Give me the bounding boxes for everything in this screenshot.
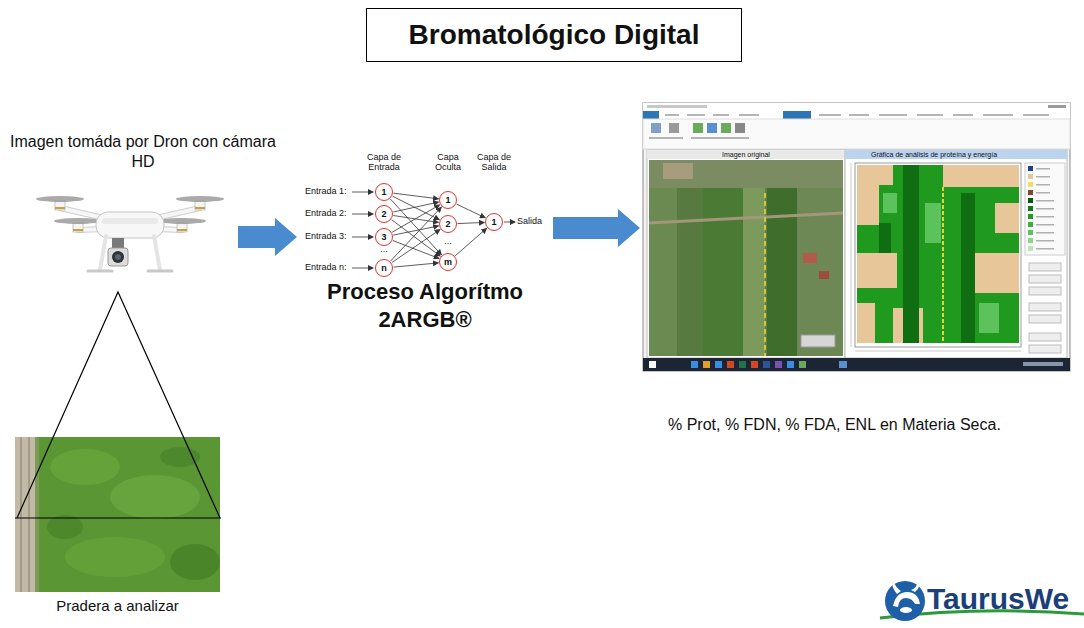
neuron-circle: 1 xyxy=(439,191,457,209)
flow-arrow xyxy=(238,218,297,256)
process-stage: Proceso Algorítmo 2ARGB® 1 2 3 n 1 2 m 1 xyxy=(300,150,550,345)
flow-arrow xyxy=(553,209,640,247)
drone-stage: Imagen tomáda por Dron con cámara HD xyxy=(30,188,235,290)
stage-caption: Proceso Algorítmo 2ARGB® xyxy=(300,278,550,333)
neuron-number: m xyxy=(444,258,452,267)
output-label: Salida xyxy=(517,216,549,226)
drone-picture xyxy=(36,196,224,271)
neuron-number: 1 xyxy=(381,188,386,197)
panel-heading: Imagen original xyxy=(647,150,845,159)
neuron-link xyxy=(458,222,485,223)
panel-heading: Gráfica de análisis de proteína y energí… xyxy=(845,150,1023,159)
neuron-link xyxy=(393,216,438,223)
ellipsis: ... xyxy=(441,236,455,246)
layer-heading: Capa de Entrada xyxy=(360,152,408,173)
neuron-circle: n xyxy=(375,259,393,277)
neuron-number: 3 xyxy=(381,233,386,242)
neuron-link xyxy=(393,241,439,259)
neuron-circle: m xyxy=(439,253,457,271)
neuron-number: 2 xyxy=(381,210,386,219)
neuron-link xyxy=(392,229,440,262)
view-cone xyxy=(17,292,220,518)
caption-holder: Pradera a analizar xyxy=(5,597,230,616)
logo-icon xyxy=(880,581,1084,621)
input-label: Entrada 2: xyxy=(305,208,353,218)
title-box: Bromatológico Digital xyxy=(366,8,742,62)
stage-caption: % Prot, % FDN, % FDA, ENL en Materia Sec… xyxy=(668,415,1084,435)
caption-holder: % Prot, % FDN, % FDA, ENL en Materia Sec… xyxy=(668,415,1084,435)
neuron-circle: 2 xyxy=(375,205,393,223)
neuron-link xyxy=(394,263,439,267)
ellipsis: ... xyxy=(377,244,391,254)
neuron-number: n xyxy=(381,264,387,273)
neuron-link xyxy=(392,205,440,232)
field-stage: Pradera a analizar xyxy=(15,437,220,592)
neuron-link xyxy=(457,204,486,218)
stage-caption: Imagen tomáda por Dron con cámara HD xyxy=(8,132,278,172)
result-stage: % Prot, % FDN, % FDA, ENL en Materia Sec… xyxy=(643,103,1070,371)
neuron-number: 2 xyxy=(445,220,450,229)
neuron-link xyxy=(392,220,441,257)
caption-holder: Imagen tomáda por Dron con cámara HD xyxy=(8,132,278,172)
input-label: Entrada 1: xyxy=(305,186,353,196)
neuron-number: 1 xyxy=(445,196,450,205)
field-picture xyxy=(15,437,220,592)
network-io-arrows xyxy=(352,192,515,268)
neuron-circle: 1 xyxy=(375,183,393,201)
input-label: Entrada n: xyxy=(305,262,353,272)
title-text: Bromatológico Digital xyxy=(409,19,700,51)
neuron-link xyxy=(455,228,487,256)
view-cone-base xyxy=(15,517,221,518)
neuron-circle: 1 xyxy=(485,213,503,231)
logo-text: TaurusWe xyxy=(927,582,1079,617)
neuron-circle: 2 xyxy=(439,215,457,233)
stage-caption: Pradera a analizar xyxy=(5,597,230,616)
neuron-link xyxy=(393,202,438,212)
neuron-link xyxy=(390,199,441,255)
neuron-circle: 3 xyxy=(375,228,393,246)
caption-holder: Proceso Algorítmo 2ARGB® xyxy=(300,278,550,333)
input-label: Entrada 3: xyxy=(305,231,353,241)
neuron-number: 1 xyxy=(491,218,496,227)
neuron-link xyxy=(393,193,438,199)
layer-heading: Capa de Salida xyxy=(472,152,516,173)
software-screenshot xyxy=(643,103,1070,371)
layer-heading: Capa Oculta xyxy=(426,152,470,173)
